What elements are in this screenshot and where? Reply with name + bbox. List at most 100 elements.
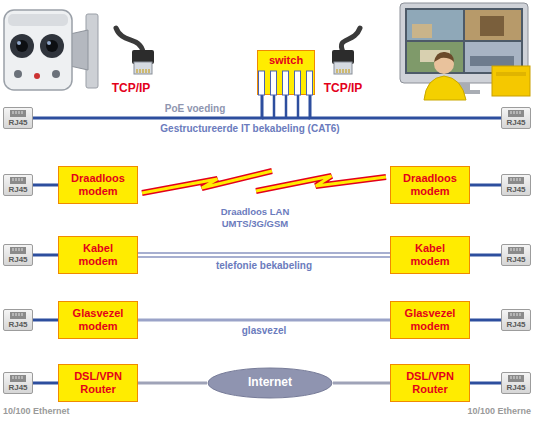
rj45-pins xyxy=(511,111,520,114)
ethernet-cable xyxy=(470,382,501,385)
switch-label: switch xyxy=(258,54,314,67)
rj45-port: RJ45 xyxy=(501,244,531,267)
camera-illustration xyxy=(10,34,34,58)
rj45-port: RJ45 xyxy=(501,107,531,130)
cloud-outline xyxy=(208,368,332,398)
connector xyxy=(333,383,390,384)
monitor-illustration xyxy=(480,16,504,36)
rj45-port: RJ45 xyxy=(3,372,33,395)
connector xyxy=(470,383,501,384)
network-cable xyxy=(310,95,501,118)
switch-port xyxy=(271,71,277,95)
rj45-socket xyxy=(10,247,26,254)
switch-port xyxy=(295,71,301,95)
modem-box: DSL/VPN Router xyxy=(390,364,470,402)
rj45-socket xyxy=(4,310,34,321)
rj45-socket xyxy=(508,247,524,254)
connector xyxy=(33,254,58,255)
interface-label: 10/100 Etherne xyxy=(467,406,531,416)
wireless-link xyxy=(142,171,272,193)
camera-illustration xyxy=(4,10,72,90)
rj45-socket xyxy=(502,245,532,256)
monitor-illustration xyxy=(405,8,523,74)
ethernet-cable xyxy=(33,253,58,256)
rj45-pins xyxy=(13,248,22,251)
link-label: Draadloos LAN xyxy=(221,207,290,218)
rj45-socket xyxy=(10,110,26,117)
link-label: PoE voeding xyxy=(163,103,228,115)
camera-illustration xyxy=(40,34,64,58)
modem-box: Glasvezel modem xyxy=(58,301,138,339)
connector xyxy=(470,255,501,256)
camera-illustration xyxy=(17,41,21,45)
connector xyxy=(142,171,386,193)
network-label: Internet xyxy=(248,376,292,389)
rj45-port: RJ45 xyxy=(501,309,531,332)
monitor-illustration xyxy=(496,72,526,76)
rj45-socket xyxy=(508,375,524,382)
telephone-cable xyxy=(138,252,390,253)
camera-illustration xyxy=(34,73,40,79)
connector xyxy=(33,95,262,118)
rj45-socket xyxy=(508,110,524,117)
rj45-socket xyxy=(502,373,532,384)
monitor-illustration xyxy=(407,10,463,40)
rj45-pins xyxy=(511,376,520,379)
port-label: RJ45 xyxy=(5,256,31,265)
port-label: RJ45 xyxy=(503,186,529,195)
modem-box: Kabel modem xyxy=(390,236,470,274)
rj45-pins xyxy=(13,313,22,316)
monitor-illustration xyxy=(470,56,514,66)
ethernet-cable xyxy=(470,319,501,322)
rj45-port: RJ45 xyxy=(3,244,33,267)
camera-illustration xyxy=(46,40,58,52)
device-label: DSL/VPN Router xyxy=(396,370,464,395)
poe-cable xyxy=(33,95,262,118)
fiber-cable xyxy=(138,319,390,322)
monitor-illustration xyxy=(412,24,432,38)
switch-port xyxy=(283,71,289,95)
switch-port-lines xyxy=(285,95,288,118)
modem-box: Glasvezel modem xyxy=(390,301,470,339)
connector xyxy=(138,383,207,384)
rj45-port: RJ45 xyxy=(3,107,33,130)
link-label: glasvezel xyxy=(240,325,288,337)
modem-box: DSL/VPN Router xyxy=(58,364,138,402)
ethernet-cable xyxy=(33,381,58,384)
telephone-cable xyxy=(138,256,390,257)
rj45-socket xyxy=(508,177,524,184)
device-label: Kabel modem xyxy=(396,242,464,267)
rj45-port: RJ45 xyxy=(3,174,33,197)
connector xyxy=(470,185,501,186)
internet-cloud: Internet xyxy=(207,367,333,399)
internet-link xyxy=(333,382,390,385)
wireless-link xyxy=(142,171,272,193)
rj45-socket xyxy=(4,175,34,186)
network-plug-icon xyxy=(332,28,360,74)
network-plug-icon xyxy=(334,62,352,74)
network-switch: switch xyxy=(257,50,315,95)
camera-illustration xyxy=(14,70,22,78)
device-label: DSL/VPN Router xyxy=(64,370,132,395)
device-label: Draadloos modem xyxy=(64,172,132,197)
switch-port-lines xyxy=(297,95,300,118)
network-plug-icon xyxy=(116,28,143,52)
rj45-socket xyxy=(502,108,532,119)
camera-illustration xyxy=(52,70,60,78)
rj45-socket xyxy=(502,310,532,321)
rj45-port: RJ45 xyxy=(3,309,33,332)
ethernet-cable xyxy=(470,184,501,187)
monitor-illustration xyxy=(465,10,521,40)
camera-illustration xyxy=(16,40,28,52)
ethernet-cable xyxy=(33,318,58,321)
switch-port xyxy=(259,71,265,95)
interface-label: 10/100 Ethernet xyxy=(3,406,70,416)
network-plug-icon xyxy=(134,62,152,74)
rj45-pins xyxy=(511,313,520,316)
switch-port xyxy=(307,71,313,95)
port-label: RJ45 xyxy=(503,119,529,128)
port-label: RJ45 xyxy=(5,119,31,128)
camera-illustration xyxy=(8,14,68,26)
link-label: UMTS/3G/GSM xyxy=(222,219,289,230)
connector xyxy=(33,382,58,383)
